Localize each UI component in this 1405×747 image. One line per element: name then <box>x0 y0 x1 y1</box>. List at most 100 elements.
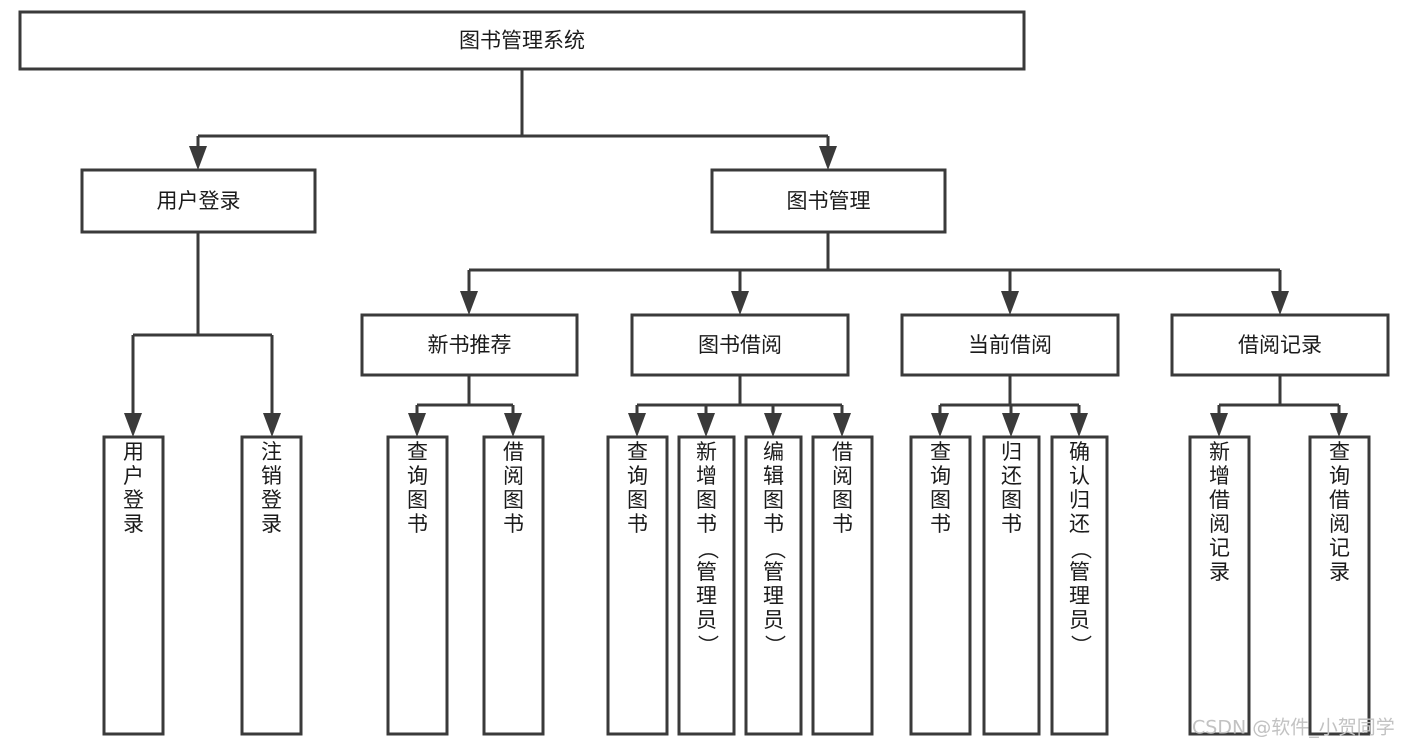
leaf-box[interactable] <box>482 435 545 736</box>
leaf-label-char: 借 <box>503 440 524 464</box>
leaf-label-char: 新 <box>696 440 717 464</box>
leaf-box[interactable] <box>811 435 874 736</box>
level2-box[interactable] <box>80 168 317 234</box>
leaf-label-char: 询 <box>1329 464 1350 488</box>
leaf-label-char: 借 <box>1209 488 1230 512</box>
leaf-label-char: 记 <box>1329 536 1350 560</box>
leaf-box[interactable] <box>1188 435 1251 736</box>
leaf-label-char: 增 <box>1209 464 1230 488</box>
leaf-label-char: 归 <box>1001 440 1022 464</box>
leaf-box[interactable] <box>909 435 972 736</box>
leaf-label-char: 阅 <box>1209 512 1230 536</box>
level3-label: 当前借阅 <box>968 333 1052 357</box>
leaf-node[interactable]: 用户登录 <box>102 435 165 736</box>
level3-box[interactable] <box>630 313 850 377</box>
leaf-label-char: 编 <box>763 440 784 464</box>
leaf-label-char: 录 <box>261 512 282 536</box>
level2-label: 图书管理 <box>787 189 871 213</box>
level2-label: 用户登录 <box>157 189 241 213</box>
level3-box[interactable] <box>360 313 579 377</box>
arrow-head-icon <box>628 413 646 437</box>
arrow-head-icon <box>124 413 142 437</box>
root-box[interactable] <box>18 10 1026 71</box>
arrow-head-icon <box>189 146 207 170</box>
level3-node[interactable]: 图书借阅 <box>630 313 850 377</box>
leaf-label-char: 登 <box>261 488 282 512</box>
level3-node[interactable]: 新书推荐 <box>360 313 579 377</box>
leaf-label-char: 书 <box>832 512 853 536</box>
arrow-head-icon <box>819 146 837 170</box>
arrow-head-icon <box>731 291 749 315</box>
leaf-label-char: 管 <box>1069 560 1090 584</box>
leaf-label-char: 录 <box>1329 560 1350 584</box>
leaf-label-char: 图 <box>930 488 951 512</box>
leaf-label-char: 书 <box>930 512 951 536</box>
connector-layer <box>124 69 1348 437</box>
level3-box[interactable] <box>900 313 1120 377</box>
level3-label: 新书推荐 <box>428 333 512 357</box>
leaf-label-char: 图 <box>696 488 717 512</box>
leaf-label-char: 归 <box>1069 488 1090 512</box>
leaf-box[interactable] <box>982 435 1041 736</box>
level3-label: 借阅记录 <box>1238 333 1322 357</box>
leaf-label-char: 还 <box>1069 512 1090 536</box>
leaf-box[interactable] <box>1050 435 1109 736</box>
leaf-label-char: 书 <box>503 512 524 536</box>
leaf-label-char: 询 <box>407 464 428 488</box>
leaf-box[interactable] <box>1308 435 1371 736</box>
leaf-label-char: 还 <box>1001 464 1022 488</box>
level3-node[interactable]: 当前借阅 <box>900 313 1120 377</box>
leaf-label-char: 图 <box>763 488 784 512</box>
arrow-head-icon <box>263 413 281 437</box>
leaf-label-char: 户 <box>123 464 144 488</box>
leaf-box[interactable] <box>606 435 669 736</box>
leaf-label-char: 查 <box>1329 440 1350 464</box>
leaf-box[interactable] <box>386 435 449 736</box>
leaf-label-char: 管 <box>763 560 784 584</box>
level2-node[interactable]: 用户登录 <box>80 168 317 234</box>
leaf-box[interactable] <box>677 435 736 736</box>
leaf-label-char: ） <box>1069 635 1093 656</box>
leaf-label-char: 询 <box>930 464 951 488</box>
level3-box[interactable] <box>1170 313 1390 377</box>
leaf-label-char: 员 <box>1069 608 1090 632</box>
level2-box[interactable] <box>710 168 947 234</box>
leaf-label-char: 员 <box>763 608 784 632</box>
leaf-label-char: 辑 <box>763 464 784 488</box>
leaf-label-char: 图 <box>503 488 524 512</box>
leaf-box[interactable] <box>744 435 803 736</box>
leaf-label-char: （ <box>763 539 787 560</box>
arrow-head-icon <box>1330 413 1348 437</box>
root-label: 图书管理系统 <box>459 29 585 53</box>
leaf-label-char: ） <box>763 635 787 656</box>
leaf-label-char: 图 <box>627 488 648 512</box>
arrow-head-icon <box>460 291 478 315</box>
leaf-box[interactable] <box>102 435 165 736</box>
leaf-label-char: （ <box>696 539 720 560</box>
arrow-head-icon <box>833 413 851 437</box>
leaf-label-char: ） <box>696 635 720 656</box>
node-layer: 图书管理系统用户登录图书管理新书推荐图书借阅当前借阅借阅记录用户登录注销登录查询… <box>18 10 1390 736</box>
root-node[interactable]: 图书管理系统 <box>18 10 1026 71</box>
leaf-box[interactable] <box>240 435 303 736</box>
level3-node[interactable]: 借阅记录 <box>1170 313 1390 377</box>
leaf-label-char: 阅 <box>503 464 524 488</box>
leaf-label-char: 借 <box>832 440 853 464</box>
level2-node[interactable]: 图书管理 <box>710 168 947 234</box>
leaf-label-char: 图 <box>407 488 428 512</box>
leaf-label-char: 认 <box>1069 464 1090 488</box>
leaf-label-char: 确 <box>1069 440 1090 464</box>
